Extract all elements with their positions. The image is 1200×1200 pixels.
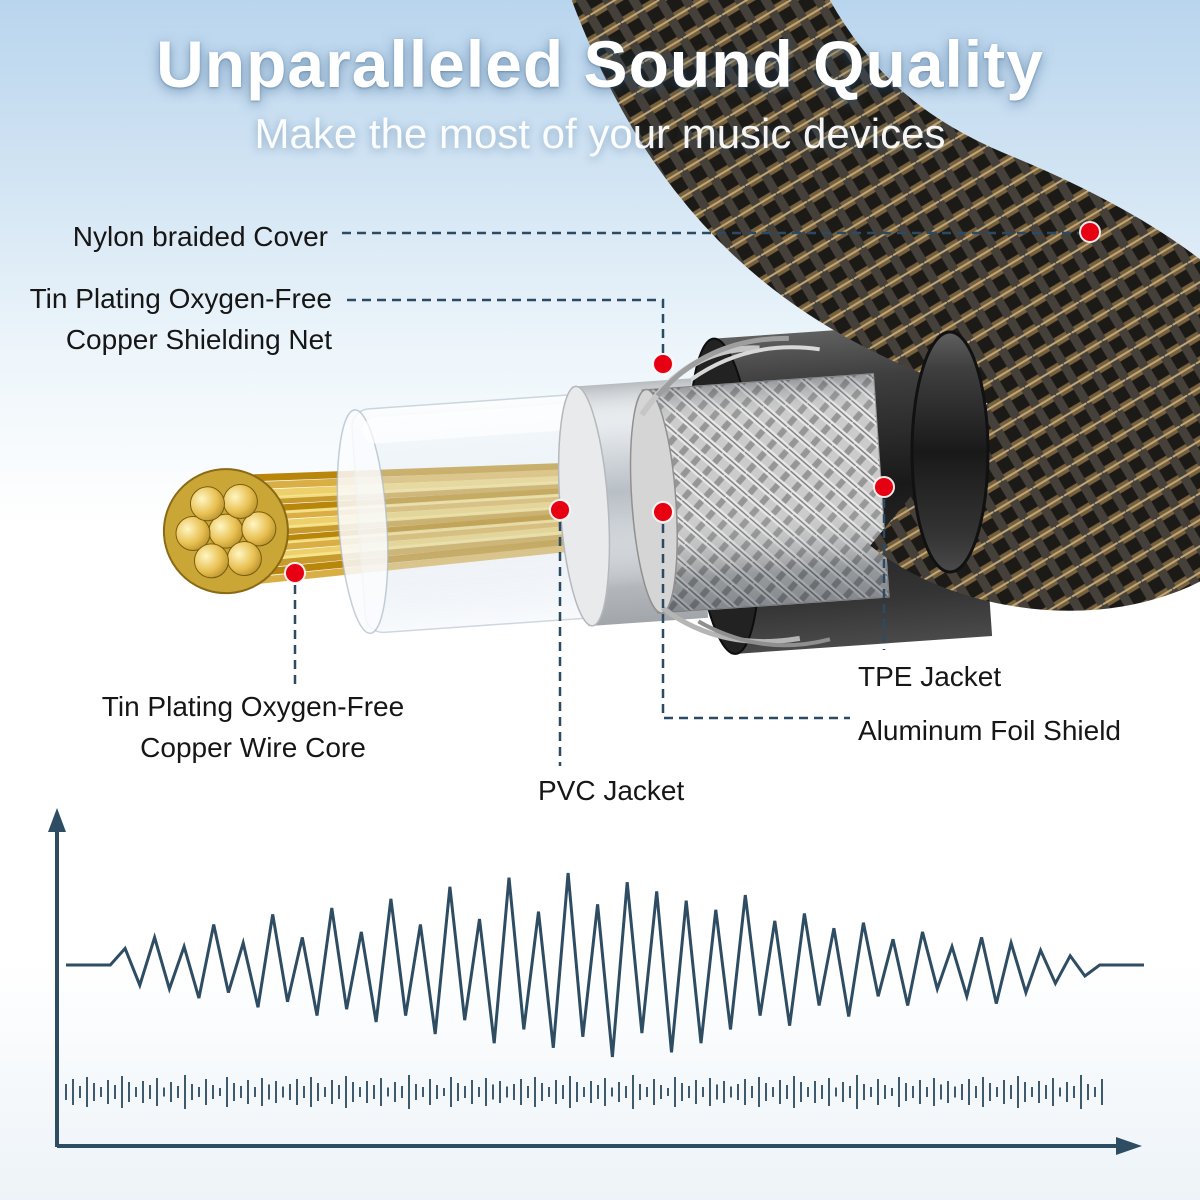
waveform-line — [66, 872, 1144, 1058]
copper-core-end-cap — [162, 468, 289, 595]
header: Unparalleled Sound Quality Make the most… — [0, 26, 1200, 158]
y-axis-arrow-icon — [48, 808, 66, 832]
label-core-line1: Tin Plating Oxygen-Free — [101, 691, 405, 722]
label-copper-shielding-net: Tin Plating Oxygen-Free Copper Shielding… — [0, 278, 332, 360]
nylon-braid-layer — [571, 0, 1200, 611]
page-title: Unparalleled Sound Quality — [156, 27, 1044, 101]
label-aluminum-foil-shield: Aluminum Foil Shield — [858, 715, 1121, 746]
label-core-line2: Copper Wire Core — [140, 732, 366, 763]
page-subtitle: Make the most of your music devices — [254, 110, 946, 157]
label-shielding-line1: Tin Plating Oxygen-Free — [29, 283, 332, 314]
waveform-tick-marks — [65, 1075, 1103, 1109]
label-tpe-jacket: TPE Jacket — [858, 661, 1002, 692]
label-copper-wire-core: Tin Plating Oxygen-Free Copper Wire Core — [58, 686, 448, 768]
x-axis-arrow-icon — [1116, 1137, 1142, 1155]
pvc-jacket-layer — [336, 393, 618, 635]
label-shielding-line2: Copper Shielding Net — [65, 324, 332, 355]
label-pvc-jacket: PVC Jacket — [538, 775, 685, 806]
cable-cutaway-illustration — [162, 0, 1200, 655]
sound-waveform-graphic — [48, 808, 1144, 1155]
label-nylon-braided-cover: Nylon braided Cover — [72, 221, 328, 252]
